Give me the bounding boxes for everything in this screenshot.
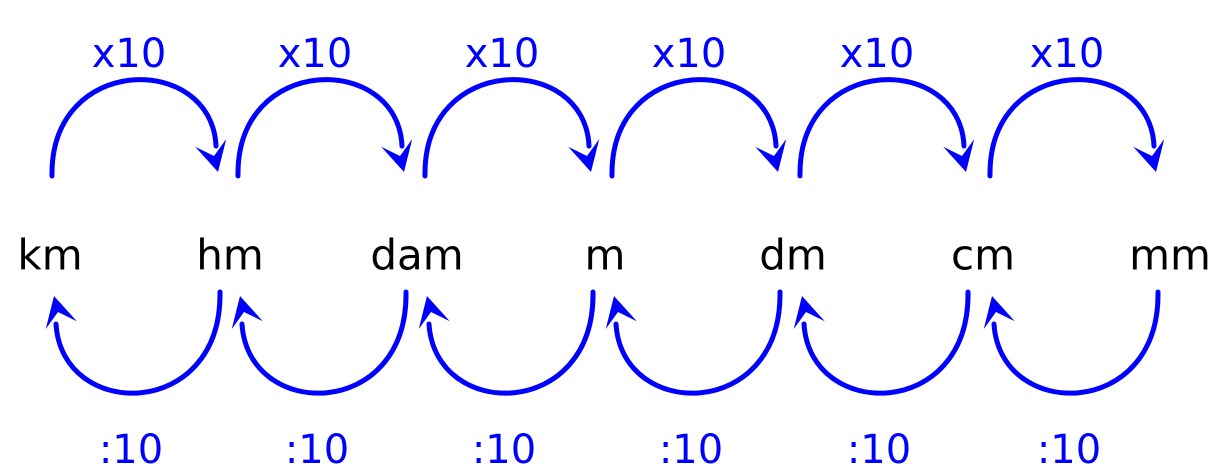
multiply-arrow-head xyxy=(568,139,600,172)
multiply-arrow-curve xyxy=(422,77,592,179)
multiply-arrow-curve xyxy=(609,77,779,179)
unit-label-hm: hm xyxy=(196,231,264,280)
divide-arrow xyxy=(983,289,1161,396)
divide-arrow-curve xyxy=(613,289,783,396)
multiply-arrow xyxy=(235,77,413,179)
divide-arrow-head xyxy=(793,296,825,329)
divide-arrow xyxy=(793,289,971,396)
unit-label-km: km xyxy=(17,231,82,280)
multiply-arrow-head xyxy=(195,139,227,172)
multiply-arrow xyxy=(609,77,787,179)
divide-arrow-curve xyxy=(801,289,971,396)
divide-arrow-head xyxy=(605,296,637,329)
unit-label-mm: mm xyxy=(1129,231,1211,280)
divide-label: :10 xyxy=(99,427,163,473)
divide-arrow-head xyxy=(983,296,1015,329)
divide-label: :10 xyxy=(285,427,349,473)
divide-arrow-head xyxy=(418,296,450,329)
multiply-arrow-head xyxy=(1133,139,1165,172)
multiply-arrow-curve xyxy=(49,77,219,179)
divide-arrow-curve xyxy=(239,289,409,396)
unit-label-cm: cm xyxy=(951,231,1015,280)
multiply-arrow-curve xyxy=(987,77,1157,179)
multiply-label: x10 xyxy=(278,31,353,77)
divide-arrow xyxy=(605,289,783,396)
unit-label-m: m xyxy=(585,231,626,280)
divide-label: :10 xyxy=(472,427,536,473)
divide-arrow-head xyxy=(45,296,77,329)
multiply-arrow-curve xyxy=(235,77,405,179)
multiply-label: x10 xyxy=(92,31,167,77)
multiply-arrow xyxy=(422,77,600,179)
multiply-arrow-head xyxy=(755,139,787,172)
multiply-label: x10 xyxy=(465,31,540,77)
multiply-arrow xyxy=(797,77,975,179)
divide-arrow-head xyxy=(231,296,263,329)
multiply-label: x10 xyxy=(652,31,727,77)
divide-arrow-curve xyxy=(991,289,1161,396)
divide-label: :10 xyxy=(1037,427,1101,473)
divide-arrow xyxy=(45,289,223,396)
unit-label-dm: dm xyxy=(759,231,827,280)
multiply-arrow-head xyxy=(381,139,413,172)
multiply-label: x10 xyxy=(1030,31,1105,77)
divide-arrow-curve xyxy=(53,289,223,396)
divide-arrow-curve xyxy=(426,289,596,396)
multiply-arrow-curve xyxy=(797,77,967,179)
divide-arrow xyxy=(418,289,596,396)
divide-arrow xyxy=(231,289,409,396)
multiply-label: x10 xyxy=(840,31,915,77)
multiply-arrow xyxy=(49,77,227,179)
multiply-arrow-head xyxy=(943,139,975,172)
unit-label-dam: dam xyxy=(370,231,463,280)
divide-label: :10 xyxy=(659,427,723,473)
divide-label: :10 xyxy=(847,427,911,473)
multiply-arrow xyxy=(987,77,1165,179)
